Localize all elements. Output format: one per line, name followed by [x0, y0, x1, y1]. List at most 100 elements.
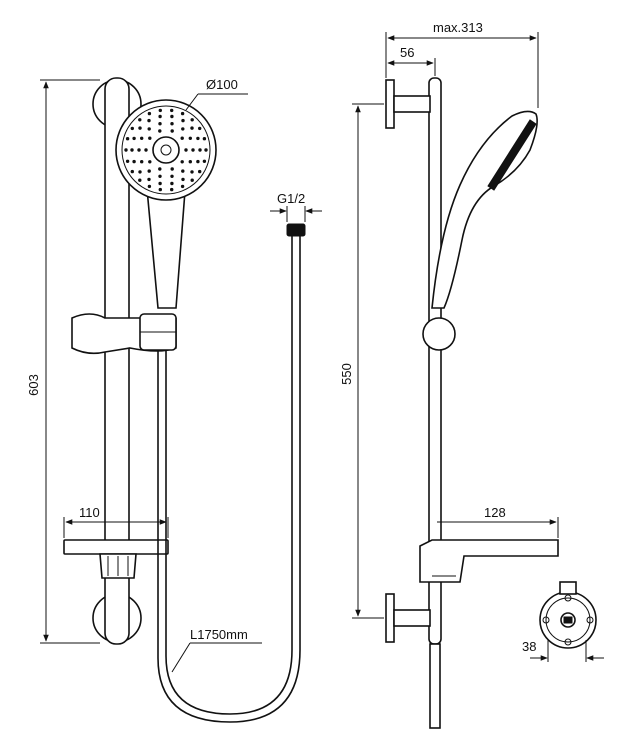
- nozzle-dot: [132, 136, 136, 141]
- nozzle-dot: [191, 148, 195, 152]
- nozzle-dot: [170, 129, 174, 133]
- nozzle-dot: [170, 122, 174, 126]
- nozzle-dot: [125, 159, 130, 163]
- nozzle-dot: [170, 174, 174, 178]
- nozzle-dot: [198, 126, 202, 131]
- nozzle-dot: [158, 114, 162, 119]
- dim-wall-offset: 56: [387, 45, 436, 76]
- side-top-bracket: [385, 79, 431, 129]
- nozzle-dot: [140, 160, 144, 164]
- nozzle-dot: [130, 126, 134, 131]
- nozzle-dot: [130, 169, 134, 174]
- nozzle-dot: [147, 111, 152, 116]
- hose-nut: [286, 223, 306, 237]
- dim-soap-dish-front-label: 110: [79, 505, 100, 520]
- nozzle-dot: [170, 187, 174, 192]
- nozzle-dot: [170, 108, 174, 113]
- dim-soap-dish-front: 110: [63, 505, 169, 538]
- nozzle-dot: [138, 126, 142, 130]
- nozzle-dot: [196, 136, 200, 141]
- nozzle-dot: [158, 187, 162, 192]
- nozzle-dot: [202, 137, 207, 141]
- dim-soap-dish-side: 128: [437, 505, 559, 538]
- nozzle-dot: [181, 177, 185, 182]
- dim-head-diameter: Ø100: [185, 77, 248, 111]
- nozzle-dot: [147, 169, 151, 173]
- nozzle-dot: [190, 170, 194, 174]
- dim-bracket-spacing-label: 550: [339, 363, 354, 385]
- nozzle-dot: [158, 167, 162, 171]
- nozzle-dot: [184, 148, 188, 152]
- nozzle-dot: [170, 181, 174, 186]
- nozzle-dot: [147, 177, 151, 182]
- nozzle-dot: [202, 159, 207, 163]
- side-bottom-bracket: [385, 593, 431, 643]
- dim-wall-offset-label: 56: [400, 45, 414, 60]
- nozzle-dot: [147, 184, 152, 189]
- nozzle-dot: [125, 137, 130, 141]
- dim-soap-dish-side-label: 128: [484, 505, 506, 520]
- side-slider: [422, 317, 456, 351]
- nozzle-dot: [138, 178, 142, 182]
- dim-hose-length-label: L1750mm: [190, 627, 248, 642]
- nozzle-dot: [190, 178, 194, 182]
- nozzle-dot: [170, 167, 174, 171]
- dim-max-projection-label: max.313: [433, 20, 483, 35]
- nozzle-pattern: [124, 108, 208, 192]
- nozzle-dot: [137, 148, 141, 152]
- side-soap-dish: [419, 539, 559, 583]
- nozzle-dot: [204, 148, 208, 152]
- front-soap-dish: [63, 539, 169, 579]
- nozzle-dot: [188, 160, 192, 164]
- nozzle-dot: [198, 148, 202, 152]
- nozzle-dot: [148, 136, 152, 140]
- side-handshower: [431, 110, 538, 309]
- nozzle-dot: [180, 136, 184, 140]
- nozzle-dot: [158, 129, 162, 133]
- nozzle-dot: [158, 181, 162, 186]
- nozzle-dot: [180, 111, 185, 116]
- dim-thread: G1/2: [270, 191, 322, 222]
- dim-head-diameter-label: Ø100: [206, 77, 238, 92]
- nozzle-dot: [158, 122, 162, 126]
- nozzle-dot: [138, 118, 142, 122]
- nozzle-dot: [144, 148, 148, 152]
- nozzle-dot: [181, 127, 185, 131]
- front-rail: [104, 77, 130, 645]
- dim-max-projection: max.313: [385, 20, 539, 108]
- nozzle-dot: [180, 160, 184, 164]
- nozzle-dot: [180, 184, 185, 189]
- nozzle-dot: [188, 136, 192, 140]
- nozzle-dot: [181, 118, 185, 123]
- nozzle-dot: [190, 126, 194, 130]
- nozzle-dot: [196, 159, 200, 164]
- dim-bracket-diameter: 38: [522, 639, 604, 662]
- nozzle-dot: [198, 169, 202, 174]
- nozzle-dot: [181, 169, 185, 173]
- front-slider: [71, 313, 177, 355]
- nozzle-dot: [147, 127, 151, 131]
- front-hose: [157, 236, 301, 723]
- dim-bracket-spacing: 550: [339, 103, 384, 619]
- nozzle-dot: [148, 160, 152, 164]
- nozzle-dot: [138, 170, 142, 174]
- side-view: max.313 56 550 128: [339, 20, 559, 729]
- nozzle-dot: [147, 118, 151, 123]
- dim-total-height: 603: [26, 79, 100, 644]
- dim-bracket-diameter-label: 38: [522, 639, 536, 654]
- nozzle-dot: [170, 114, 174, 119]
- nozzle-dot: [158, 108, 162, 113]
- dim-hose-length: L1750mm: [171, 627, 262, 673]
- nozzle-dot: [190, 118, 194, 122]
- nozzle-dot: [140, 136, 144, 140]
- dim-thread-label: G1/2: [277, 191, 305, 206]
- nozzle-dot: [130, 148, 134, 152]
- front-handshower: [115, 99, 217, 309]
- bracket-detail-view: 38: [522, 581, 604, 662]
- nozzle-dot: [132, 159, 136, 164]
- dim-total-height-label: 603: [26, 374, 41, 396]
- nozzle-dot: [158, 174, 162, 178]
- nozzle-dot: [124, 148, 128, 152]
- front-view: 603 Ø100 G1/2 110 L1750mm: [26, 77, 322, 723]
